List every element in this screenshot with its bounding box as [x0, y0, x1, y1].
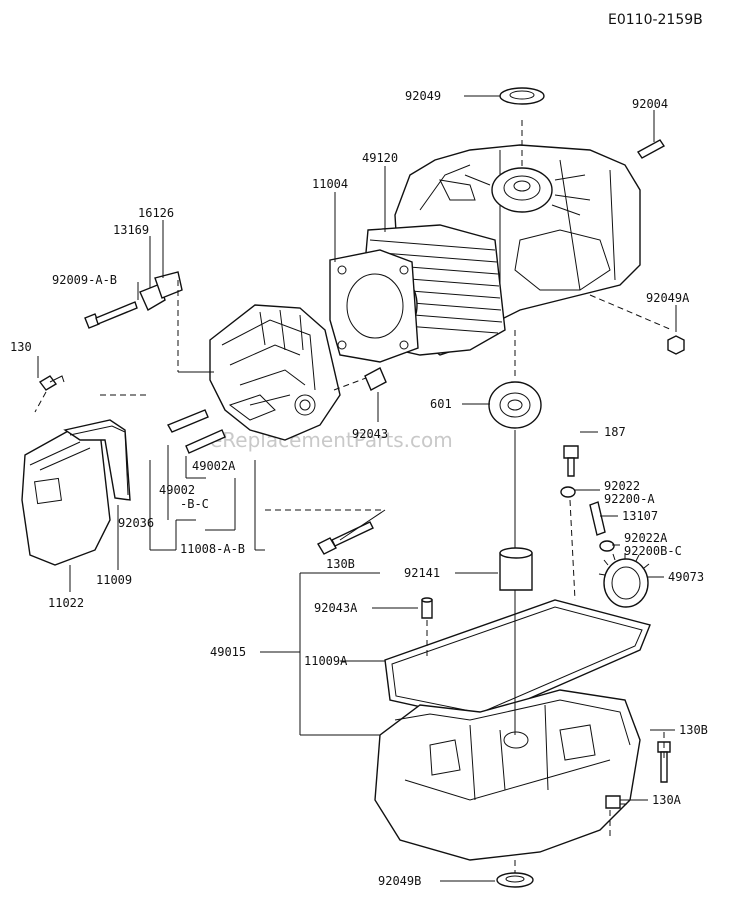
- bolt-92009[interactable]: [84, 301, 138, 329]
- label-92049A: 92049A: [646, 291, 690, 305]
- gasket-11009A[interactable]: [384, 599, 651, 721]
- bushing-92141[interactable]: [499, 547, 533, 591]
- label-92200B-C: 92200B-C: [624, 544, 682, 558]
- label-16126: 16126: [138, 206, 174, 220]
- label-11009A: 11009A: [304, 654, 348, 668]
- bolt-130A[interactable]: [605, 795, 627, 809]
- valve-guide-49002[interactable]: [166, 409, 209, 433]
- valve-guide-49002A[interactable]: [185, 429, 226, 454]
- washer-92022[interactable]: [560, 486, 576, 498]
- label-49120: 49120: [362, 151, 398, 165]
- oil-pan-49015[interactable]: [374, 689, 641, 861]
- label-92022A: 92022A: [624, 531, 668, 545]
- watermark: eReplacementParts.com: [210, 428, 453, 452]
- shaft-13107[interactable]: [589, 501, 606, 536]
- gasket-11004[interactable]: [329, 249, 419, 363]
- leader-lines: [34, 95, 677, 882]
- label-601: 601: [430, 397, 452, 411]
- rocker-cover-11022[interactable]: [21, 429, 111, 566]
- gear-49073[interactable]: [598, 553, 650, 608]
- label-1308: 130B: [326, 557, 355, 571]
- label-92009-A-B: 92009-A-B: [52, 273, 117, 287]
- label-49073: 49073: [668, 570, 704, 584]
- diagram-code: E0110-2159B: [608, 12, 703, 28]
- label-11008-A-B: 11008-A-B: [180, 542, 245, 556]
- bolt-1308[interactable]: [317, 521, 374, 555]
- label-11009: 11009: [96, 573, 132, 587]
- label-92141: 92141: [404, 566, 440, 580]
- bolt-130[interactable]: [38, 375, 65, 391]
- sleeve-92043[interactable]: [364, 367, 387, 391]
- label-13107: 13107: [622, 509, 658, 523]
- bolt-187[interactable]: [563, 445, 579, 477]
- label-92004: 92004: [632, 97, 668, 111]
- label-11022: 11022: [48, 596, 84, 610]
- washer-92022A[interactable]: [599, 540, 615, 552]
- label-49002: 49002: [159, 483, 195, 497]
- label-92036: 92036: [118, 516, 154, 530]
- gasket-11009[interactable]: [63, 419, 131, 501]
- oil-seal-92049B[interactable]: [496, 872, 534, 888]
- pin-92043A[interactable]: [421, 597, 433, 619]
- cylinder-head-part[interactable]: [209, 304, 341, 441]
- label-92043: 92043: [352, 427, 388, 441]
- label-92043A: 92043A: [314, 601, 358, 615]
- label-92049B: 92049B: [378, 874, 421, 888]
- label-92049: 92049: [405, 89, 441, 103]
- label-130A: 130A: [652, 793, 682, 807]
- part-labels: 92049 92004 49120 11004 16126 13169 9200…: [10, 89, 708, 888]
- label-187: 187: [604, 425, 626, 439]
- label-13169: 13169: [113, 223, 149, 237]
- label-49015: 49015: [210, 645, 246, 659]
- label-11004: 11004: [312, 177, 348, 191]
- label-92022: 92022: [604, 479, 640, 493]
- label-130: 130: [10, 340, 32, 354]
- label-92200-A: 92200-A: [604, 492, 655, 506]
- bolt-130B[interactable]: [657, 741, 671, 783]
- label-130B: 130B: [679, 723, 708, 737]
- stud-92004[interactable]: [636, 139, 666, 159]
- label-49002-b-c: -B-C: [180, 497, 209, 511]
- breather-plate-16126[interactable]: [154, 271, 183, 299]
- bearing-601[interactable]: [488, 381, 542, 429]
- label-49002A: 49002A: [192, 459, 236, 473]
- nut-92049A[interactable]: [667, 335, 685, 355]
- oil-seal-92049[interactable]: [499, 87, 545, 105]
